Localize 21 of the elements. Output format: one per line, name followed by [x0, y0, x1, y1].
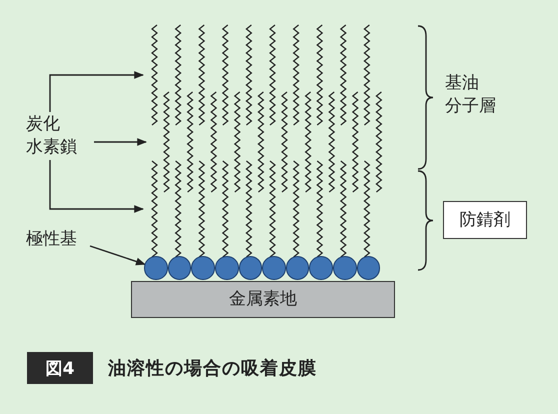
polar-group-circle — [168, 256, 192, 280]
layer-label: 基油分子層 — [445, 72, 497, 118]
polar-group-circle — [238, 256, 262, 280]
label-box: 防錆剤 — [443, 201, 527, 239]
leader-arrow — [49, 160, 144, 213]
callout-text: 炭化水素鎖 — [26, 113, 78, 159]
callout-text: 極性基 — [26, 228, 78, 251]
polar-group-circle — [191, 256, 215, 280]
polar-group-circle — [262, 256, 286, 280]
polar-group-circle — [333, 256, 357, 280]
polar-group-circle — [356, 256, 380, 280]
figure-caption: 油溶性の場合の吸着皮膜 — [108, 357, 317, 380]
figure-number: 図4 — [27, 352, 93, 384]
polar-group-circle — [215, 256, 239, 280]
metal-substrate-plate: 金属素地 — [131, 281, 395, 318]
polar-group-circle — [309, 256, 333, 280]
leader-arrow — [49, 71, 144, 112]
polar-group-circle — [286, 256, 310, 280]
polar-group-circle — [144, 256, 168, 280]
leader-arrow — [94, 138, 147, 146]
leader-arrow — [90, 245, 146, 266]
